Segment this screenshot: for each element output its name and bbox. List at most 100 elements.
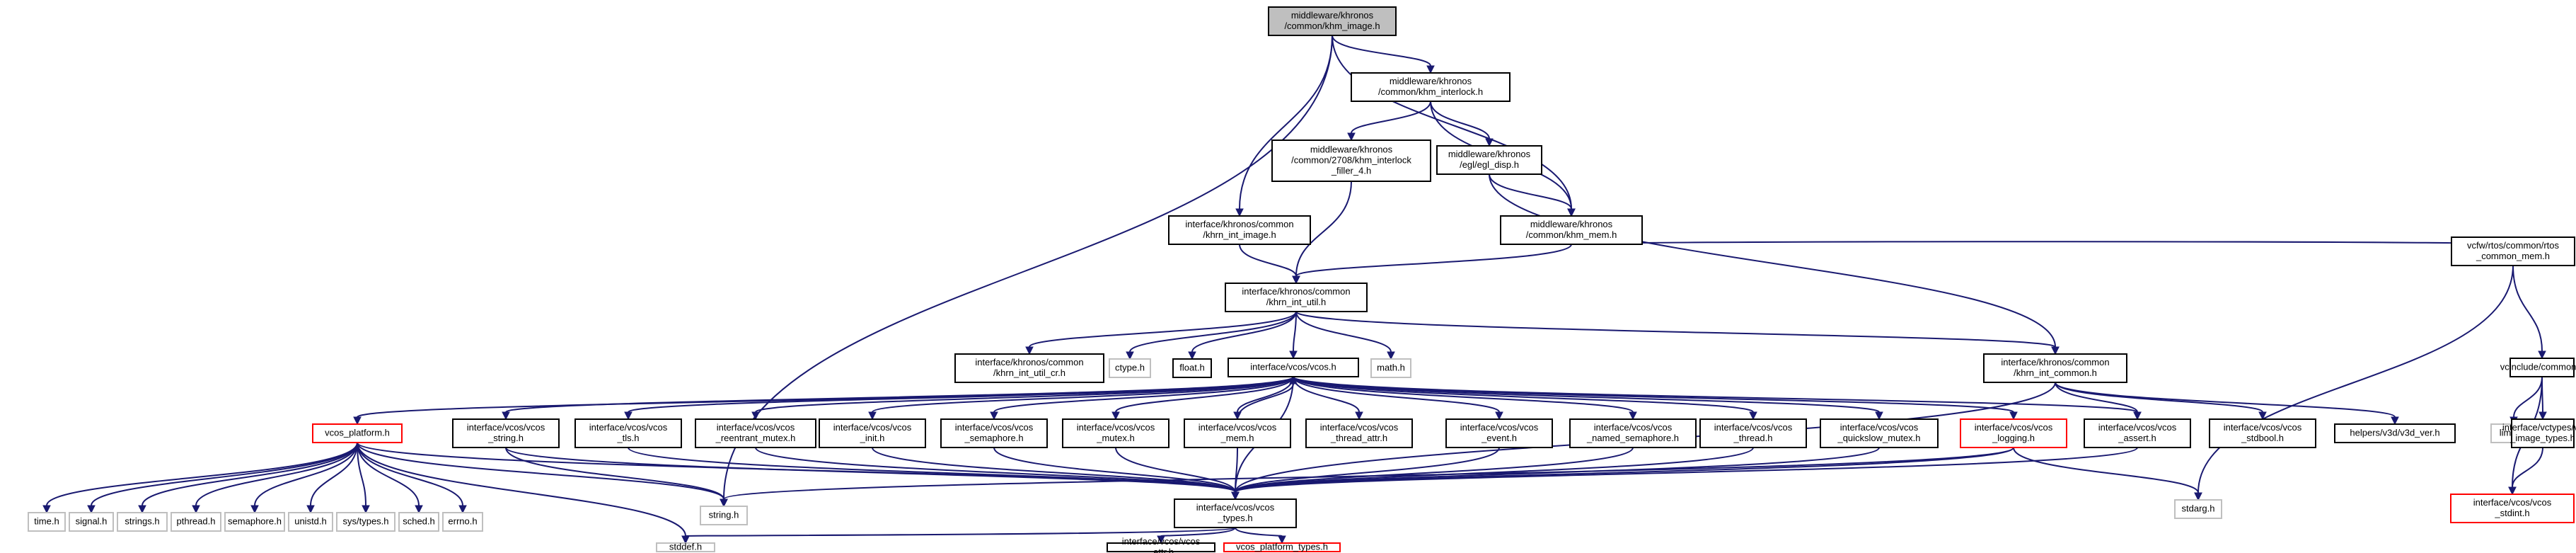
node-box xyxy=(2511,418,2575,448)
edge-vcos-to-vcos_named_semaphore xyxy=(1293,376,1637,421)
node-khrn-int-util[interactable]: interface/khronos/common/khrn_int_util.h xyxy=(1225,283,1368,312)
node-box xyxy=(1268,6,1397,36)
edge-vcos-to-vcos_thread xyxy=(1293,376,1757,421)
node-khm-image[interactable]: middleware/khronos/common/khm_image.h xyxy=(1268,6,1397,36)
node-box xyxy=(28,512,66,532)
node-label-line: signal.h xyxy=(76,516,108,527)
node-khm-interlock[interactable]: middleware/khronos/common/khm_interlock.… xyxy=(1351,72,1511,102)
node-label-line: interface/vcos/vcos xyxy=(1975,422,2053,433)
node-khm-mem[interactable]: middleware/khronos/common/khm_mem.h xyxy=(1500,215,1643,245)
edge-vcos_platform-to-unistd xyxy=(306,442,358,514)
node-vcos-reentrant-mutex[interactable]: interface/vcos/vcos_reentrant_mutex.h xyxy=(695,418,816,448)
node-vcos-string[interactable]: interface/vcos/vcos_string.h xyxy=(452,418,560,448)
node-vcos-attr[interactable]: interface/vcos/vcos_attr.h xyxy=(1107,536,1215,553)
node-vcos-types[interactable]: interface/vcos/vcos_types.h xyxy=(1174,498,1297,528)
node-vcos-semaphore[interactable]: interface/vcos/vcos_semaphore.h xyxy=(940,418,1048,448)
node-rtos-common-mem[interactable]: vcfw/rtos/common/rtos_common_mem.h xyxy=(2451,236,2575,266)
node-sched[interactable]: sched.h xyxy=(398,512,439,532)
node-label-line: string.h xyxy=(709,510,739,520)
node-label-line: /common/2708/khm_interlock xyxy=(1291,155,1411,166)
edge-vcos_platform-to-pthread xyxy=(192,442,358,514)
node-box xyxy=(1172,358,1212,378)
node-label-line: interface/vcos/vcos xyxy=(2224,422,2302,433)
edge-vcos_types-to-vcos_platform_types xyxy=(1235,527,1286,545)
node-label-line: middleware/khronos xyxy=(1390,76,1472,86)
node-label-line: vcinclude/common.h xyxy=(2500,362,2576,372)
node-label-line: time.h xyxy=(34,516,59,527)
edge-vcos_platform-to-semaphore xyxy=(250,442,358,514)
node-vcos-thread[interactable]: interface/vcos/vcos_thread.h xyxy=(1699,418,1807,448)
node-label-line: unistd.h xyxy=(294,516,327,527)
node-khrn-int-util-cr[interactable]: interface/khronos/common/khrn_int_util_c… xyxy=(954,353,1104,383)
node-semaphore[interactable]: semaphore.h xyxy=(224,512,285,532)
node-box xyxy=(442,512,483,532)
node-label-line: vcos_platform_types.h xyxy=(1236,542,1328,552)
node-box xyxy=(1569,418,1697,448)
edge-vcos_mem-to-vcos xyxy=(1237,375,1298,420)
node-float[interactable]: float.h xyxy=(1172,358,1212,378)
edge-vcos_types-to-stddef xyxy=(681,527,1236,545)
edge-vcos-to-vcos_reentrant_mutex xyxy=(751,376,1294,421)
node-label-line: semaphore.h xyxy=(228,516,282,527)
node-vcos-assert[interactable]: interface/vcos/vcos_assert.h xyxy=(2084,418,2191,448)
node-vcos-stdbool[interactable]: interface/vcos/vcos_stdbool.h xyxy=(2209,418,2316,448)
node-khrn-int-common[interactable]: interface/khronos/common/khrn_int_common… xyxy=(1983,353,2127,383)
node-vcos-quickslow-mutex[interactable]: interface/vcos/vcos_quickslow_mutex.h xyxy=(1820,418,1939,448)
node-box xyxy=(819,418,926,448)
node-box xyxy=(2451,236,2575,266)
node-v3d-ver[interactable]: helpers/v3d/v3d_ver.h xyxy=(2334,423,2456,443)
node-label-line: /common/khm_image.h xyxy=(1284,21,1380,31)
node-label-line: _attr.h xyxy=(1148,547,1174,553)
node-label-line: /khrn_int_util_cr.h xyxy=(993,367,1065,378)
node-vcos-platform[interactable]: vcos_platform.h xyxy=(312,423,403,443)
edge-khm_mem-to-rtos_common_mem xyxy=(1571,236,2517,245)
node-egl-disp[interactable]: middleware/khronos/egl/egl_disp.h xyxy=(1436,145,1542,175)
node-math[interactable]: math.h xyxy=(1370,358,1411,378)
node-label-line: _stdbool.h xyxy=(2241,433,2284,443)
node-label-line: strings.h xyxy=(125,516,159,527)
node-box xyxy=(695,418,816,448)
node-box xyxy=(1228,358,1359,377)
node-errno[interactable]: errno.h xyxy=(442,512,483,532)
node-vcos-mutex[interactable]: interface/vcos/vcos_mutex.h xyxy=(1062,418,1169,448)
node-signal[interactable]: signal.h xyxy=(69,512,114,532)
node-stdarg[interactable]: stdarg.h xyxy=(2174,499,2222,519)
node-strings[interactable]: strings.h xyxy=(117,512,168,532)
node-box xyxy=(1184,418,1291,448)
node-label-line: _image_types.h xyxy=(2509,433,2575,443)
node-label-line: /khrn_int_util.h xyxy=(1266,297,1327,307)
node-vcos-mem[interactable]: interface/vcos/vcos_mem.h xyxy=(1184,418,1291,448)
node-unistd[interactable]: unistd.h xyxy=(288,512,333,532)
node-time[interactable]: time.h xyxy=(28,512,66,532)
node-vcos-event[interactable]: interface/vcos/vcos_event.h xyxy=(1445,418,1553,448)
node-box xyxy=(1983,353,2127,383)
node-box xyxy=(312,423,403,443)
node-label-line: interface/vcos/vcos xyxy=(467,422,545,433)
node-label-line: interface/vcos/vcos xyxy=(955,422,1034,433)
node-vcos-stdint[interactable]: interface/vcos/vcos_stdint.h xyxy=(2450,494,2575,523)
node-label-line: _thread.h xyxy=(1733,433,1773,443)
node-label-line: pthread.h xyxy=(177,516,216,527)
edge-vcos-to-vcos_string xyxy=(502,376,1294,421)
node-pthread[interactable]: pthread.h xyxy=(171,512,221,532)
node-stddef[interactable]: stddef.h xyxy=(656,542,715,552)
node-string[interactable]: string.h xyxy=(700,506,748,525)
node-vcos-init[interactable]: interface/vcos/vcos_init.h xyxy=(819,418,926,448)
node-label-line: stddef.h xyxy=(669,542,702,552)
node-vcos-logging[interactable]: interface/vcos/vcos_logging.h xyxy=(1960,418,2067,448)
node-khm-int-image[interactable]: interface/khronos/common/khrn_int_image.… xyxy=(1168,215,1311,245)
node-sys-types[interactable]: sys/types.h xyxy=(336,512,395,532)
node-vcos-named-semaphore[interactable]: interface/vcos/vcos_named_semaphore.h xyxy=(1569,418,1697,448)
node-vcos-tls[interactable]: interface/vcos/vcos_tls.h xyxy=(574,418,682,448)
node-vcos[interactable]: interface/vcos/vcos.h xyxy=(1228,358,1359,377)
node-vcos-platform-types[interactable]: vcos_platform_types.h xyxy=(1223,542,1341,552)
node-label-line: interface/vcos/vcos xyxy=(1196,502,1275,513)
node-khm-interlock-filler[interactable]: middleware/khronos/common/2708/khm_inter… xyxy=(1271,139,1431,182)
node-label-line: _mutex.h xyxy=(1096,433,1134,443)
node-vcinclude-common[interactable]: vcinclude/common.h xyxy=(2500,358,2576,377)
node-vc-image-types[interactable]: interface/vctypes/vc_image_types.h xyxy=(2502,418,2576,448)
node-vcos-thread-attr[interactable]: interface/vcos/vcos_thread_attr.h xyxy=(1305,418,1413,448)
node-ctype[interactable]: ctype.h xyxy=(1109,358,1151,378)
node-label-line: _common_mem.h xyxy=(2476,251,2550,261)
edge-vcos_platform-to-sys_types xyxy=(357,442,370,514)
